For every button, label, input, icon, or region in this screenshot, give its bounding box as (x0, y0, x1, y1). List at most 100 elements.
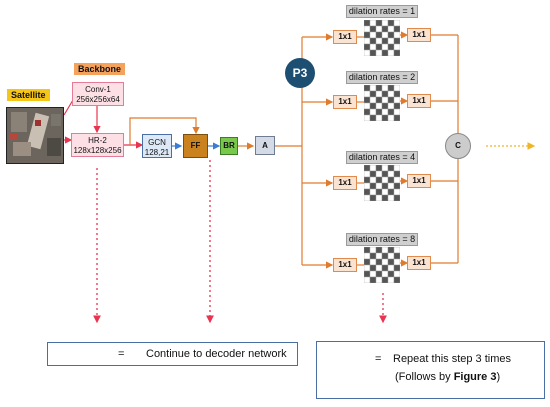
kernel-cell (387, 188, 395, 196)
legend-continue-text: Continue to decoder network (146, 348, 287, 360)
kernel-cell (369, 102, 377, 110)
kernel-cell (369, 43, 377, 51)
kernel-cell (364, 102, 371, 110)
kernel-cell (364, 25, 371, 33)
kernel-cell (381, 114, 389, 121)
dilation-rate-8-label: dilation rates = 8 (346, 233, 418, 246)
kernel-cell (393, 247, 400, 254)
dilation-kernel-grid-2 (364, 85, 400, 121)
kernel-cell (375, 170, 383, 178)
kernel-cell (369, 264, 377, 272)
br-block: BR (220, 137, 238, 155)
kernel-cell (393, 264, 400, 272)
kernel-cell (369, 170, 377, 178)
kernel-cell (393, 170, 400, 178)
conv-1x1-out-rate-1: 1x1 (407, 28, 431, 42)
kernel-cell (387, 247, 395, 254)
kernel-cell (381, 176, 389, 184)
kernel-cell (393, 31, 400, 39)
kernel-cell (375, 264, 383, 272)
kernel-cell (393, 176, 400, 184)
kernel-cell (364, 194, 371, 201)
kernel-cell (381, 49, 389, 56)
kernel-cell (369, 194, 377, 201)
kernel-cell (393, 182, 400, 190)
kernel-cell (387, 165, 395, 172)
kernel-cell (381, 247, 389, 254)
kernel-cell (393, 108, 400, 116)
kernel-cell (375, 270, 383, 278)
conv-1x1-in-rate-4: 1x1 (333, 176, 357, 190)
kernel-cell (381, 102, 389, 110)
kernel-cell (375, 31, 383, 39)
gcn-block: GCN 128,21 (142, 134, 172, 158)
kernel-cell (393, 165, 400, 172)
kernel-cell (393, 20, 400, 27)
kernel-cell (381, 20, 389, 27)
kernel-cell (381, 25, 389, 33)
kernel-cell (381, 182, 389, 190)
kernel-cell (387, 252, 395, 260)
hr2-block: HR-2 128x128x256 (71, 133, 124, 157)
satellite-label: Satellite (7, 89, 50, 101)
backbone-label: Backbone (74, 63, 126, 75)
kernel-cell (364, 170, 371, 178)
kernel-cell (369, 258, 377, 266)
kernel-cell (387, 170, 395, 178)
hr2-name: HR-2 (88, 136, 107, 145)
kernel-cell (381, 188, 389, 196)
kernel-cell (393, 96, 400, 104)
kernel-cell (387, 31, 395, 39)
kernel-cell (369, 20, 377, 27)
kernel-cell (375, 114, 383, 121)
kernel-cell (369, 49, 377, 56)
hr2-size: 128x128x256 (73, 146, 122, 155)
kernel-cell (364, 176, 371, 184)
kernel-cell (387, 102, 395, 110)
kernel-cell (375, 102, 383, 110)
dilation-kernel-grid-4 (364, 165, 400, 201)
kernel-cell (369, 37, 377, 45)
conv-1x1-out-rate-4: 1x1 (407, 174, 431, 188)
kernel-cell (387, 49, 395, 56)
kernel-cell (375, 176, 383, 184)
kernel-cell (364, 182, 371, 190)
kernel-cell (387, 37, 395, 45)
kernel-cell (364, 108, 371, 116)
kernel-cell (387, 43, 395, 51)
kernel-cell (393, 85, 400, 92)
conv1-size: 256x256x64 (76, 95, 120, 104)
kernel-cell (369, 176, 377, 184)
legend-repeat-text: Repeat this step 3 times (393, 353, 512, 365)
kernel-cell (364, 264, 371, 272)
kernel-cell (387, 96, 395, 104)
kernel-cell (387, 20, 395, 27)
kernel-cell (381, 258, 389, 266)
dilation-rate-1-label: dilation rates = 1 (346, 5, 418, 18)
legend-repeat-sub-suffix: ) (496, 371, 501, 383)
kernel-cell (364, 37, 371, 45)
dilation-rate-4-label: dilation rates = 4 (346, 151, 418, 164)
kernel-cell (393, 90, 400, 98)
concat-node: C (445, 133, 471, 159)
kernel-cell (369, 31, 377, 39)
kernel-cell (381, 170, 389, 178)
kernel-cell (381, 96, 389, 104)
kernel-cell (381, 31, 389, 39)
kernel-cell (364, 247, 371, 254)
kernel-cell (387, 90, 395, 98)
legend-repeat-eq: = (375, 353, 382, 365)
kernel-cell (381, 43, 389, 51)
legend-continue: = Continue to decoder network (47, 342, 298, 366)
kernel-cell (381, 165, 389, 172)
kernel-cell (375, 165, 383, 172)
conv1-name: Conv-1 (85, 85, 111, 94)
kernel-cell (393, 114, 400, 121)
kernel-cell (387, 182, 395, 190)
kernel-cell (369, 276, 377, 283)
satellite-image (6, 107, 64, 164)
conv-1x1-in-rate-8: 1x1 (333, 258, 357, 272)
conv-1x1-in-rate-2: 1x1 (333, 95, 357, 109)
kernel-cell (375, 182, 383, 190)
kernel-cell (375, 90, 383, 98)
